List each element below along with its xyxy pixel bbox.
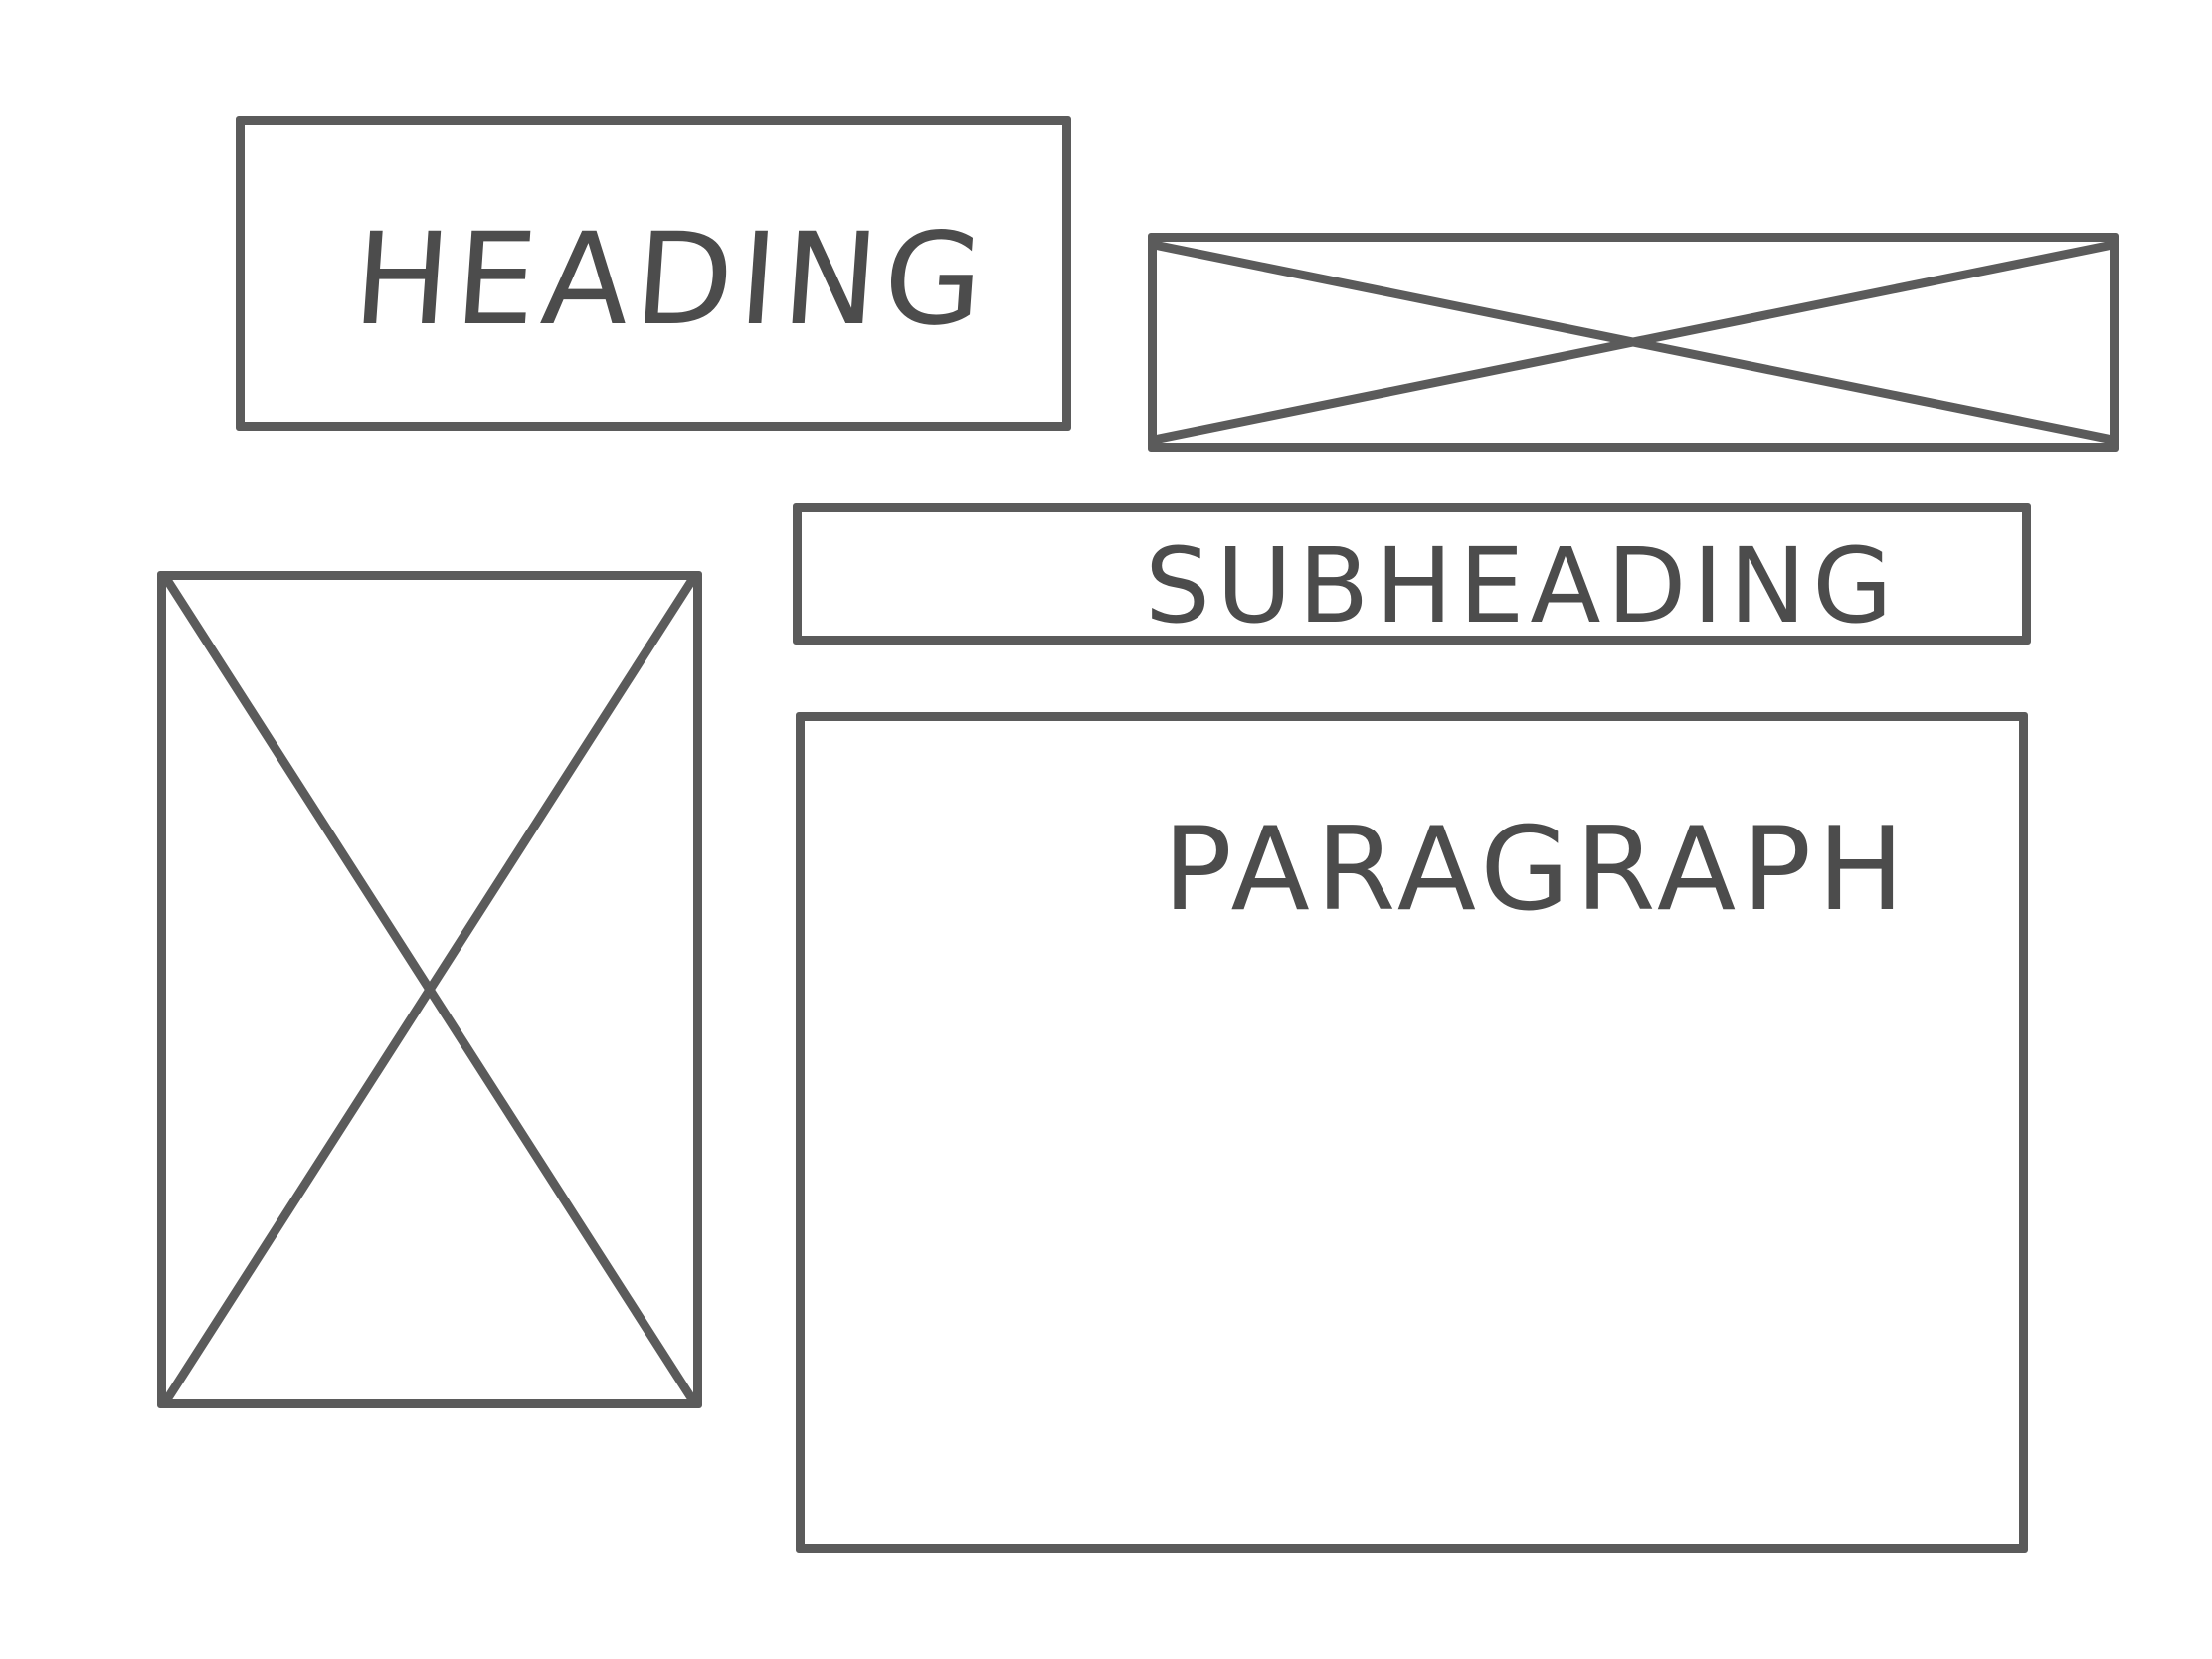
heading-label: HEADING — [348, 206, 995, 354]
paragraph-label: PARAGRAPH — [1163, 803, 1911, 937]
banner-image-placeholder — [1148, 233, 2119, 452]
subheading-box: SUBHEADING — [793, 503, 2031, 645]
side-image-placeholder — [157, 571, 702, 1408]
image-placeholder-cross-icon — [1157, 242, 2110, 443]
image-placeholder-cross-icon — [166, 580, 693, 1399]
paragraph-box: PARAGRAPH — [796, 712, 2028, 1553]
heading-box: HEADING — [236, 116, 1071, 431]
subheading-label: SUBHEADING — [1145, 525, 1899, 646]
